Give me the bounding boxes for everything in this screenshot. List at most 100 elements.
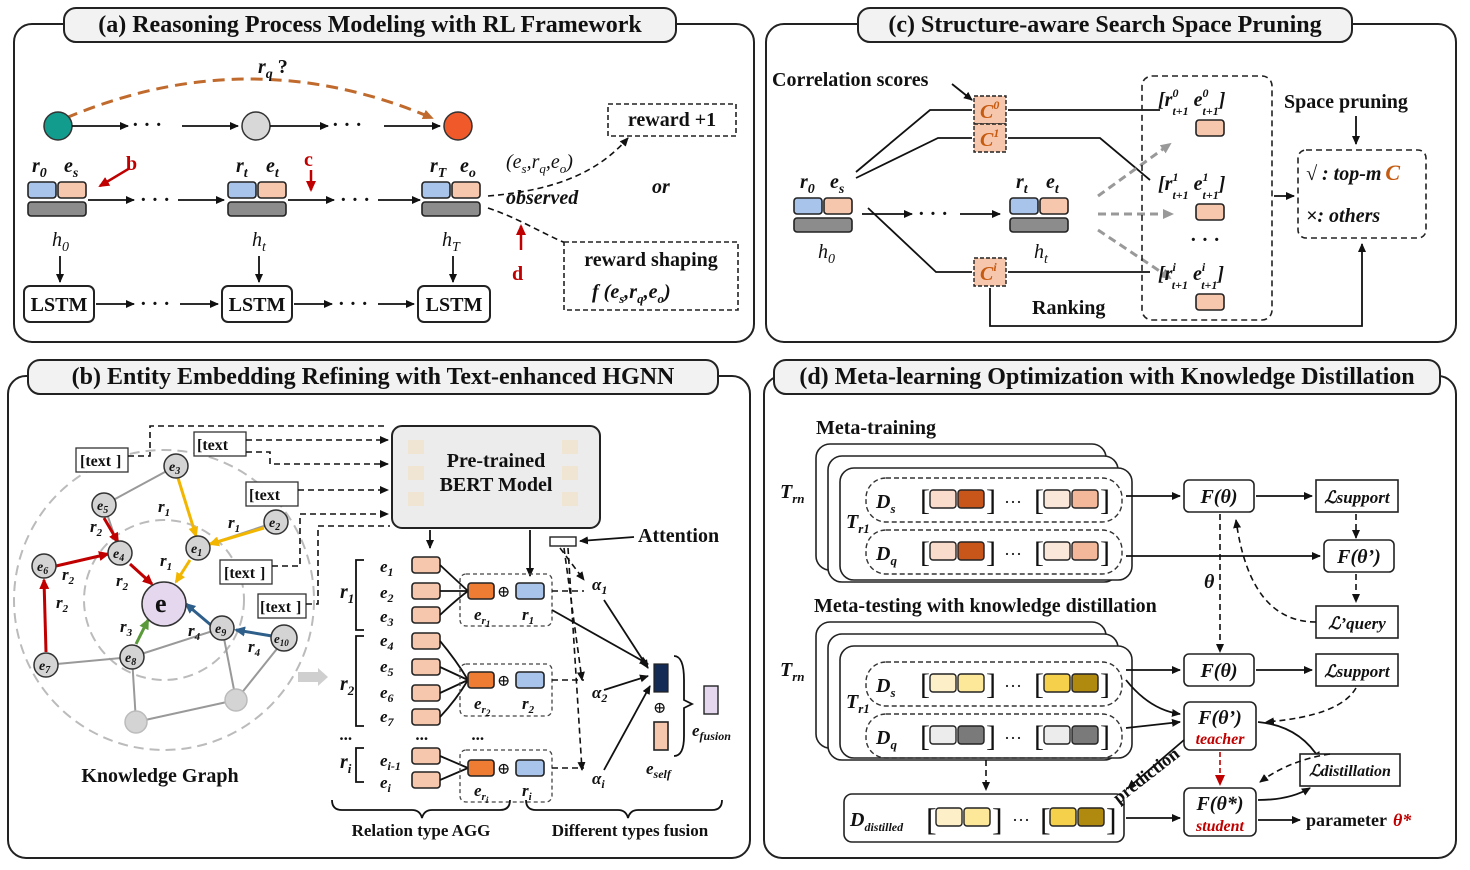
svg-text:]: ] <box>1100 484 1110 517</box>
marker-d: d <box>512 263 523 285</box>
dots: · · · <box>338 293 368 315</box>
svg-text:⊕: ⊕ <box>653 700 666 717</box>
svg-text:Dq: Dq <box>875 543 897 568</box>
meta-training-tasks: Trn Tr1 Ds [ ] ··· [ ] Dq [ ] ··· [ ] <box>780 443 1133 583</box>
svg-text:]: ] <box>296 599 301 616</box>
score-C0: C0 <box>973 95 1007 125</box>
svg-text:]: ] <box>260 565 265 582</box>
kg-label: Knowledge Graph <box>81 765 238 787</box>
svg-text:[: [ <box>1034 484 1044 517</box>
score-Ci: Ci <box>973 257 1007 287</box>
transition-arrow <box>298 668 328 686</box>
or-label: or <box>652 176 670 198</box>
svg-text:ri: ri <box>522 781 533 803</box>
svg-text:[text: [text <box>80 453 112 470</box>
triple-label: (es,rq,eo) <box>506 151 573 176</box>
state-embedding-T: rT eo <box>421 155 481 217</box>
ht-label: ht <box>252 229 267 255</box>
svg-text:]: ] <box>986 484 996 517</box>
svg-text:[: [ <box>1034 668 1044 701</box>
self-embedding-vector <box>653 721 669 751</box>
svg-text:h0: h0 <box>818 241 835 267</box>
panel-c-title: (c) Structure-aware Search Space Pruning <box>888 12 1321 38</box>
marker-b: b <box>126 153 137 175</box>
panel-c: (c) Structure-aware Search Space Pruning… <box>765 7 1457 343</box>
svg-text:...: ... <box>472 725 485 744</box>
svg-text:···: ··· <box>1004 492 1022 512</box>
start-entity-node <box>43 111 73 141</box>
c-state-embedding-0: r0 es h0 <box>793 171 853 267</box>
svg-text:]: ] <box>986 536 996 569</box>
F-theta-train: F(θ) <box>1183 479 1255 513</box>
meta-testing-tasks: Trn Tr1 Ds [ ] ··· [ ] Dq [ ] ··· [ ] <box>780 621 1133 761</box>
distilled-dataset: Ddistilled [ ] ··· [ ] <box>843 793 1125 843</box>
svg-text:Tr1: Tr1 <box>846 511 870 536</box>
svg-text:Trn: Trn <box>780 659 805 684</box>
svg-text:[: [ <box>920 668 930 701</box>
svg-text:LSTM: LSTM <box>31 294 88 316</box>
svg-text:···: ··· <box>1004 544 1022 564</box>
lstm-cell-T: LSTM <box>417 285 491 323</box>
svg-text:C1: C1 <box>980 126 999 151</box>
svg-text:Trn: Trn <box>780 481 805 506</box>
h0-label: h0 <box>52 229 69 255</box>
svg-text:r0: r0 <box>32 155 47 181</box>
state-embedding-0: r0 es <box>27 155 87 217</box>
svg-text:e6: e6 <box>37 560 48 577</box>
space-pruning-label: Space pruning <box>1284 91 1408 113</box>
bert-model-box: Pre-trained BERT Model <box>391 425 601 529</box>
svg-text:ℒsupport: ℒsupport <box>1324 488 1390 507</box>
bert-label-2: BERT Model <box>440 474 553 496</box>
intermediate-entity-node <box>241 111 271 141</box>
attention-weights: α1 α2 αi <box>551 575 651 791</box>
reward-shaping-label: reward shaping <box>584 249 718 271</box>
svg-text:[: [ <box>1040 801 1051 837</box>
svg-text:r0: r0 <box>800 171 815 197</box>
kg-nodes: e3 e5 e2 e1 e4 e6 e e9 e10 e8 e7 <box>31 453 298 734</box>
score-C1: C1 <box>973 123 1007 153</box>
L-query: ℒ’query <box>1315 605 1399 639</box>
text-box-3: [text <box>245 481 299 507</box>
reward-plus-one-box <box>607 103 737 137</box>
observed-label: observed <box>506 187 579 209</box>
lstm-cell-0: LSTM <box>23 285 95 323</box>
svg-text:]: ] <box>1106 801 1117 837</box>
svg-text:F(θ’): F(θ’) <box>1336 546 1381 568</box>
meta-testing-label: Meta-testing with knowledge distillation <box>814 595 1157 617</box>
svg-text:e1: e1 <box>191 542 202 559</box>
svg-text:F(θ’): F(θ’) <box>1197 707 1242 729</box>
svg-text:ℒ’query: ℒ’query <box>1328 614 1386 633</box>
panel-d: (d) Meta-learning Optimization with Know… <box>763 359 1457 859</box>
others-label: ×: others <box>1306 205 1380 227</box>
dots: · · · <box>132 114 162 136</box>
svg-text:rT: rT <box>430 155 448 181</box>
svg-text:eo: eo <box>460 155 476 181</box>
svg-text:F(θ*): F(θ*) <box>1195 793 1243 815</box>
svg-text:LSTM: LSTM <box>229 294 286 316</box>
svg-text:...: ... <box>416 725 429 744</box>
panel-b-title: (b) Entity Embedding Refining with Text-… <box>72 364 675 390</box>
svg-text:Ds: Ds <box>875 491 896 516</box>
svg-text:ℒdistillation: ℒdistillation <box>1309 763 1391 780</box>
L-support-test: ℒsupport <box>1315 653 1399 687</box>
svg-text:⊕: ⊕ <box>497 761 510 778</box>
correlation-scores-label: Correlation scores <box>772 69 929 91</box>
bert-label-1: Pre-trained <box>447 450 546 472</box>
svg-text:r1: r1 <box>340 581 354 606</box>
svg-text:e2: e2 <box>269 516 280 533</box>
lstm-cell-t: LSTM <box>221 285 293 323</box>
svg-text:···: ··· <box>1004 676 1022 696</box>
relation-agg-label: Relation type AGG <box>352 821 491 840</box>
svg-text:]: ] <box>1100 536 1110 569</box>
svg-text:ht: ht <box>1034 241 1049 267</box>
text-box-1: [text] <box>75 447 129 473</box>
panel-a-title: (a) Reasoning Process Modeling with RL F… <box>98 12 642 38</box>
kg-outer-ring <box>13 449 315 751</box>
svg-text:e3: e3 <box>169 460 180 477</box>
svg-text:···: ··· <box>1012 810 1030 830</box>
svg-text:[: [ <box>920 536 930 569</box>
text-box-5: [text] <box>257 593 307 619</box>
